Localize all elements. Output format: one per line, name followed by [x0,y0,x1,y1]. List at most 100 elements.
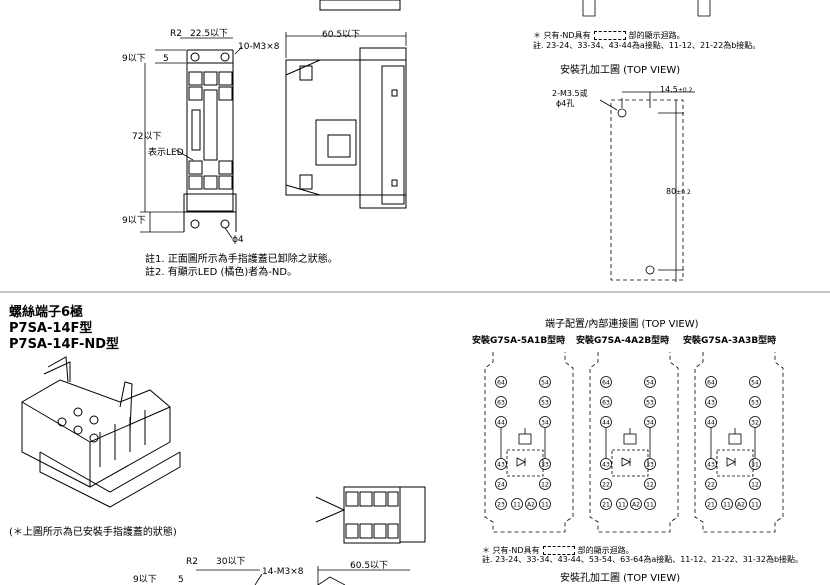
terminal-circle [644,416,656,428]
terminal-label: 53 [541,400,549,407]
terminal-circle [749,498,761,510]
terminal-circle [525,498,537,510]
terminal-label: 44 [497,420,505,427]
terminal-circle [705,396,717,408]
terminal-label: 12 [541,482,549,489]
terminal-circle [539,416,551,428]
terminal-circle [600,376,612,388]
dim-9-bottom-section: 9以下 [133,575,157,585]
terminal-label: 34 [646,420,654,427]
terminal-label: 44 [602,420,610,427]
terminal-label: 22 [707,482,715,489]
terminal-circle [600,498,612,510]
dim-80: 80±0.2 [666,187,691,196]
terminal-label: A2 [527,502,535,509]
terminal-circle [705,458,717,470]
hole-spec-b: ϕ4孔 [556,99,575,108]
terminal-label: 24 [497,482,505,489]
terminal-circle [511,498,523,510]
terminal-circle [644,396,656,408]
terminal-circle [539,396,551,408]
terminal-circle [539,478,551,490]
terminal-circle [644,478,656,490]
product-title-1: 螺絲端子6極 [9,305,84,320]
side-dimension-lines [285,32,407,58]
product-title-2: P7SA-14F型 [9,321,93,336]
dim-60-5: 60.5以下 [322,30,361,40]
terminal-label: A2 [632,502,640,509]
terminal-circle [600,458,612,470]
terminal-label: A2 [737,502,745,509]
terminal-label: 32 [751,420,759,427]
terminal-circle [616,498,628,510]
terminal-circle [539,376,551,388]
terminal-label: 31 [751,462,759,469]
variant-2: 安裝G7SA-4A2B型時 [576,336,670,346]
dim-9-bottom: 9以下 [122,216,146,226]
terminal-circle [539,498,551,510]
dim-22-5: 22.5以下 [190,29,229,39]
terminal-label: 33 [646,462,654,469]
terminal-circle [749,458,761,470]
terminal-label: 22 [602,482,610,489]
terminal-label: 54 [646,380,654,387]
nd-note-bottom: ＊ 只有-ND具有部的顯示迴路。 [482,546,634,555]
terminal-label: 54 [541,380,549,387]
terminal-title: 端子配置/內部連接圖 (TOP VIEW) [545,319,699,330]
terminal-circle [644,376,656,388]
terminal-circle [630,498,642,510]
contacts-note-bottom: 註. 23-24、33-34、43-44、53-54、63-64為a接點、11-… [482,555,804,564]
nd-note: ＊ 只有-ND具有部的顯示迴路。 [533,31,685,40]
front-view-drawing [183,49,237,232]
dim-r2-bottom: R2 [186,557,198,567]
variant-1: 安裝G7SA-5A1B型時 [472,336,566,346]
note-2: 註2. 有顯示LED (橘色)者為-ND。 [145,267,298,278]
terminal-label: 11 [646,502,654,509]
top-mount-hole-drawing [599,91,695,282]
terminal-label: 21 [707,502,715,509]
dim-72: 72以下 [132,132,162,142]
terminal-label: 53 [751,400,759,407]
mount-title-top: 安裝孔加工圖 (TOP VIEW) [560,65,681,76]
dim-phi4: ϕ4 [232,235,244,245]
terminal-label: 21 [602,502,610,509]
terminal-circle [495,478,507,490]
label-led: 表示LED [148,148,184,158]
dim-screw-count: 10-M3×8 [238,42,280,52]
terminal-circle [705,478,717,490]
terminal-label: 43 [707,462,715,469]
hole-spec-a: 2-M3.5或 [552,89,588,98]
terminal-circle [495,376,507,388]
terminal-label: 44 [707,420,715,427]
terminal-circle [749,416,761,428]
terminal-label: 43 [602,462,610,469]
caption: (＊上圖所示為已安裝手指護蓋的狀態) [9,527,177,538]
dim-60-5-bottom: 60.5以下 [350,561,389,571]
terminal-label: 34 [541,420,549,427]
terminal-circle [705,498,717,510]
terminal-label: 43 [707,400,715,407]
terminal-label: 64 [497,380,505,387]
terminal-label: 54 [751,380,759,387]
top-drawings [0,0,830,293]
terminal-label: 11 [723,502,731,509]
terminal-circle [600,396,612,408]
contacts-note: 註. 23-24、33-34、43-44為a接點、11-12、21-22為b接點… [533,41,761,50]
side-connector-drawing [315,486,426,544]
terminal-circle [749,376,761,388]
terminal-circle [705,416,717,428]
terminal-circle [495,498,507,510]
terminal-circle [495,416,507,428]
terminal-circle [705,376,717,388]
terminal-label: 53 [646,400,654,407]
terminal-label: 43 [497,462,505,469]
terminal-circle [600,416,612,428]
terminal-label: 12 [646,482,654,489]
product-title-3: P7SA-14F-ND型 [9,337,120,352]
bottom-dimension-lines [196,566,410,585]
